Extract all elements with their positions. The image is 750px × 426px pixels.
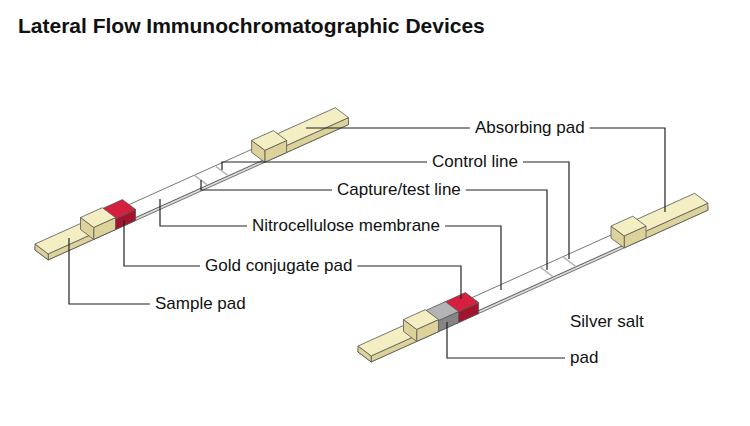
leader-line: [445, 226, 501, 290]
leader-line: [523, 162, 569, 259]
leader-line: [357, 266, 461, 299]
leader-line: [306, 127, 470, 128]
leader-line: [466, 190, 547, 270]
leader-line: [160, 199, 247, 226]
part-label: Sample pad: [155, 294, 246, 314]
part-label: Control line: [432, 152, 518, 172]
leader-line: [69, 238, 150, 304]
leader-line: [447, 322, 565, 358]
part-label: Silver salt pad: [570, 304, 650, 376]
part-label: Capture/test line: [337, 180, 461, 200]
strip-left: [35, 108, 349, 260]
leader-line: [124, 220, 200, 266]
diagram-title: Lateral Flow Immunochromatographic Devic…: [18, 14, 485, 38]
absorbing-pad-step: [611, 216, 646, 236]
leader-line: [222, 162, 427, 170]
sample-pad-step: [81, 208, 116, 228]
part-label: Gold conjugate pad: [205, 256, 352, 276]
part-label: Nitrocellulose membrane: [252, 216, 440, 236]
leader-line: [590, 128, 665, 212]
absorbing-pad-step: [252, 131, 287, 151]
part-label: Absorbing pad: [475, 118, 585, 138]
sample-pad-step: [404, 310, 439, 330]
leader-line: [201, 180, 332, 190]
